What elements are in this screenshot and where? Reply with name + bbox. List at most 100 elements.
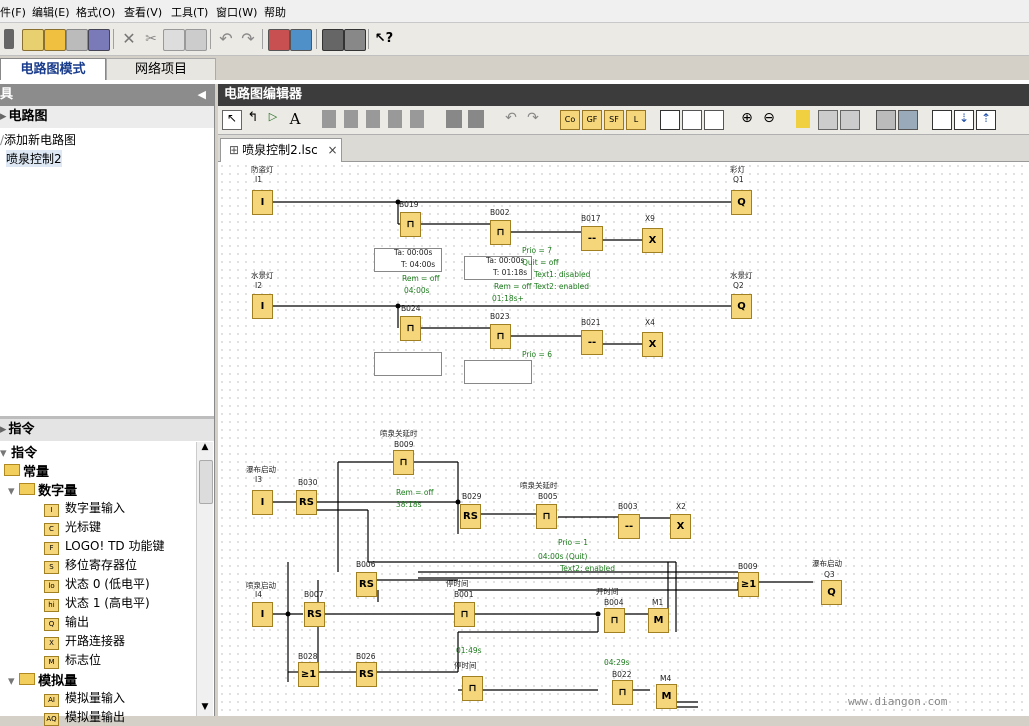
view-triple-icon[interactable]: [704, 110, 724, 130]
block-b024[interactable]: ⊓: [400, 316, 421, 341]
tree-collapse-icon[interactable]: ▾: [8, 674, 15, 689]
download-pc-icon[interactable]: [268, 29, 290, 51]
param-box-b024[interactable]: [374, 352, 442, 376]
delete-icon[interactable]: ✕: [122, 29, 136, 48]
tree-collapse-icon[interactable]: ▾: [0, 446, 7, 461]
block-flag-m1[interactable]: M: [648, 608, 669, 633]
circuit-header[interactable]: ▸电路图: [0, 106, 214, 128]
numbering-icon[interactable]: [818, 110, 838, 130]
block-b002[interactable]: ⊓: [490, 220, 511, 245]
constants-icon[interactable]: Co: [560, 110, 580, 130]
block-b005[interactable]: ⊓: [536, 504, 557, 529]
layout-icon[interactable]: [932, 110, 952, 130]
special-functions-icon[interactable]: SF: [604, 110, 624, 130]
tree-constants[interactable]: 常量: [4, 461, 49, 480]
block-x9[interactable]: X: [642, 228, 663, 253]
align-middle-icon[interactable]: [388, 110, 402, 128]
diagram-canvas[interactable]: www.diangon.com 防盗灯 I1 I 彩灯 Q1 Q B019 ⊓ …: [218, 162, 1029, 716]
split-tool-icon[interactable]: ▷: [268, 110, 278, 123]
online-test-icon[interactable]: [898, 110, 918, 130]
block-b004[interactable]: ⊓: [604, 608, 625, 633]
new-file-icon[interactable]: [22, 29, 44, 51]
scroll-up-icon[interactable]: ▲: [201, 442, 209, 452]
tree-expand-icon[interactable]: ▸: [0, 422, 7, 437]
param-box-b023[interactable]: [464, 360, 532, 384]
block-output-q2[interactable]: Q: [731, 294, 752, 319]
close-tab-icon[interactable]: ×: [327, 143, 338, 157]
zoom-out-icon[interactable]: ⊖: [763, 110, 775, 126]
block-b003[interactable]: --: [618, 514, 640, 539]
block-input-i3[interactable]: I: [252, 490, 273, 515]
block-flag-m4[interactable]: M: [656, 684, 677, 709]
align-center-icon[interactable]: [344, 110, 358, 128]
menu-edit[interactable]: 编辑(E): [32, 6, 70, 19]
tree-expand-icon[interactable]: ▸: [0, 109, 7, 124]
text-tool-icon[interactable]: A: [289, 110, 301, 128]
block-b007[interactable]: RS: [304, 602, 325, 627]
block-x4[interactable]: X: [642, 332, 663, 357]
menu-format[interactable]: 格式(O): [76, 6, 116, 19]
menu-window[interactable]: 窗口(W): [216, 6, 258, 19]
page-up-icon[interactable]: ⇡: [976, 110, 996, 130]
select-tool-icon[interactable]: ↖: [222, 110, 242, 130]
block-b017[interactable]: --: [581, 226, 603, 251]
connect-tool-icon[interactable]: ↰: [247, 110, 259, 125]
align-bottom-icon[interactable]: [410, 110, 424, 128]
block-x2[interactable]: X: [670, 514, 691, 539]
menu-file[interactable]: 件(F): [0, 6, 26, 19]
page-down-icon[interactable]: ⇣: [954, 110, 974, 130]
menu-help[interactable]: 帮助: [264, 6, 286, 19]
redo-edit-icon[interactable]: ↷: [527, 110, 539, 126]
instructions-header[interactable]: ▸指令: [0, 419, 214, 441]
undo-icon[interactable]: ↶: [219, 29, 233, 48]
block-b028[interactable]: ≥1: [298, 662, 319, 687]
zoom-in-icon[interactable]: ⊕: [741, 110, 753, 126]
help-cursor-icon[interactable]: ↖?: [374, 31, 394, 46]
copy-icon[interactable]: [163, 29, 185, 51]
group-icon[interactable]: [446, 110, 462, 128]
block-list-icon[interactable]: [840, 110, 860, 130]
print-icon[interactable]: [88, 29, 110, 51]
save-icon[interactable]: [66, 29, 88, 51]
block-b009[interactable]: ≥1: [738, 572, 759, 597]
scroll-down-icon[interactable]: ▼: [201, 702, 209, 712]
block-timer-2[interactable]: ⊓: [462, 676, 483, 701]
menu-view[interactable]: 查看(V): [124, 6, 163, 19]
menu-tools[interactable]: 工具(T): [171, 6, 209, 19]
tree-circuit-fountain[interactable]: 喷泉控制2: [6, 150, 62, 167]
tab-circuit-mode[interactable]: 电路图模式: [0, 58, 106, 81]
view-split-icon[interactable]: [682, 110, 702, 130]
highlight-icon[interactable]: [796, 110, 810, 128]
block-input-i2[interactable]: I: [252, 294, 273, 319]
block-output-q3[interactable]: Q: [821, 580, 842, 605]
block-b001[interactable]: ⊓: [454, 602, 475, 627]
cut-icon[interactable]: ✂: [145, 31, 157, 47]
new-arrow-icon[interactable]: [4, 29, 14, 49]
compare-icon[interactable]: [322, 29, 344, 51]
param-box-b019[interactable]: [374, 248, 442, 272]
block-input-i4[interactable]: I: [252, 602, 273, 627]
tab-document[interactable]: ⊞喷泉控制2.lsc ×: [220, 138, 342, 162]
block-output-q1[interactable]: Q: [731, 190, 752, 215]
paste-icon[interactable]: [185, 29, 207, 51]
block-b021[interactable]: --: [581, 330, 603, 355]
block-b029[interactable]: RS: [460, 504, 481, 529]
tree-collapse-icon[interactable]: ▾: [8, 484, 15, 499]
undo-edit-icon[interactable]: ↶: [505, 110, 517, 126]
tree-add-circuit[interactable]: ∕添加新电路图: [0, 131, 76, 148]
ungroup-icon[interactable]: [468, 110, 484, 128]
collapse-left-icon[interactable]: ◀: [197, 88, 206, 101]
udf-icon[interactable]: L: [626, 110, 646, 130]
align-left-icon[interactable]: [322, 110, 336, 128]
